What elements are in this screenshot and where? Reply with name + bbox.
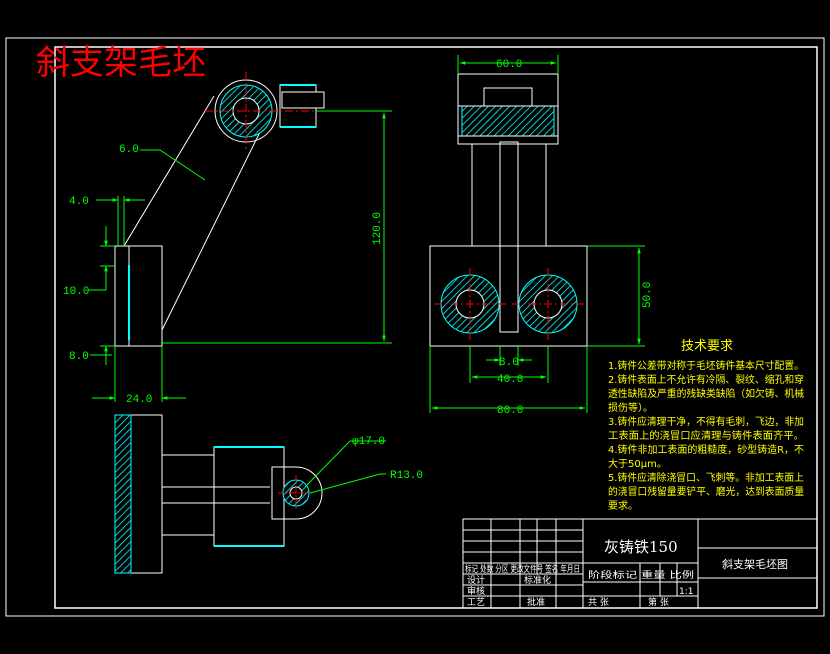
tech-requirements-lines: 1.铸件公差带对称于毛坯铸件基本尺寸配置。 2.铸件表面上不允许有冷隔、裂纹、缩… <box>608 359 804 512</box>
tech-req-line: 4.铸件非加工表面的粗糙度，砂型铸造R，不 <box>608 443 804 456</box>
dim-24: 24.0 <box>126 394 152 406</box>
dim-40: 40.0 <box>497 374 523 386</box>
side-view-dimensions <box>429 55 645 413</box>
tech-req-line: 损伤等）。 <box>608 401 653 414</box>
dim-80: 80.0 <box>497 405 523 417</box>
tech-req-line: 要求。 <box>608 500 638 512</box>
dim-6: 6.0 <box>119 144 139 156</box>
sheet-no-label: 第 张 <box>648 596 669 608</box>
dim-60-top: 60.0 <box>496 59 522 71</box>
tech-req-line: 2.铸件表面上不允许有冷隔、裂纹、缩孔和穿 <box>608 373 804 386</box>
mark-row-text: 标记 处数 分区 更改文件号 签名 年月日 <box>465 563 580 575</box>
dim-r-13: R13.0 <box>390 470 423 482</box>
dim-8-side: 8.0 <box>499 357 519 369</box>
tech-req-line: 的浇冒口残留量要铲平、磨光，达到表面质量 <box>608 485 804 498</box>
tech-req-line: 大于50μm。 <box>608 457 667 470</box>
standard-label: 标准化 <box>524 574 551 586</box>
tech-requirements-heading: 技术要求 <box>681 339 733 354</box>
drawing-name-text: 斜支架毛坯图 <box>722 558 788 571</box>
front-view-dimensions <box>88 110 392 402</box>
inner-border <box>54 46 818 609</box>
process-label: 工艺 <box>467 597 485 608</box>
top-view <box>114 414 323 574</box>
side-view <box>429 73 588 347</box>
title-block <box>462 518 818 609</box>
dim-8: 8.0 <box>69 351 89 363</box>
sheet-total-label: 共 张 <box>588 597 609 608</box>
tech-req-line: 1.铸件公差带对称于毛坯铸件基本尺寸配置。 <box>608 359 804 372</box>
tech-req-line: 透性缺陷及严重的残缺类缺陷（如欠铸、机械 <box>608 387 804 400</box>
outer-border <box>5 37 825 617</box>
tech-req-line: 工表面上的浇冒口应清理与铸件表面齐平。 <box>608 429 804 442</box>
material-text: 灰铸铁150 <box>604 538 678 556</box>
tech-req-line: 5.铸件应清除浇冒口、飞刺等。非加工表面上 <box>608 471 804 484</box>
stage-row-text: 阶段标记 重量 比例 <box>588 569 694 581</box>
dim-phi-17: φ17.0 <box>352 436 385 448</box>
scale-text: 1:1 <box>679 587 693 597</box>
dim-4: 4.0 <box>69 196 89 208</box>
drawing-title: 斜支架毛坯 <box>36 43 206 83</box>
tech-req-line: 3.铸件应清理干净，不得有毛刺，飞边，非加 <box>608 415 804 428</box>
front-view <box>114 72 330 347</box>
dim-10: 10.0 <box>63 286 89 298</box>
design-label: 设计 <box>467 574 485 586</box>
dim-120: 120.0 <box>372 212 384 245</box>
dim-50: 50.0 <box>642 282 654 308</box>
top-view-dimensions <box>304 440 386 494</box>
approve-label: 批准 <box>527 596 545 608</box>
check-label: 审核 <box>467 585 485 597</box>
